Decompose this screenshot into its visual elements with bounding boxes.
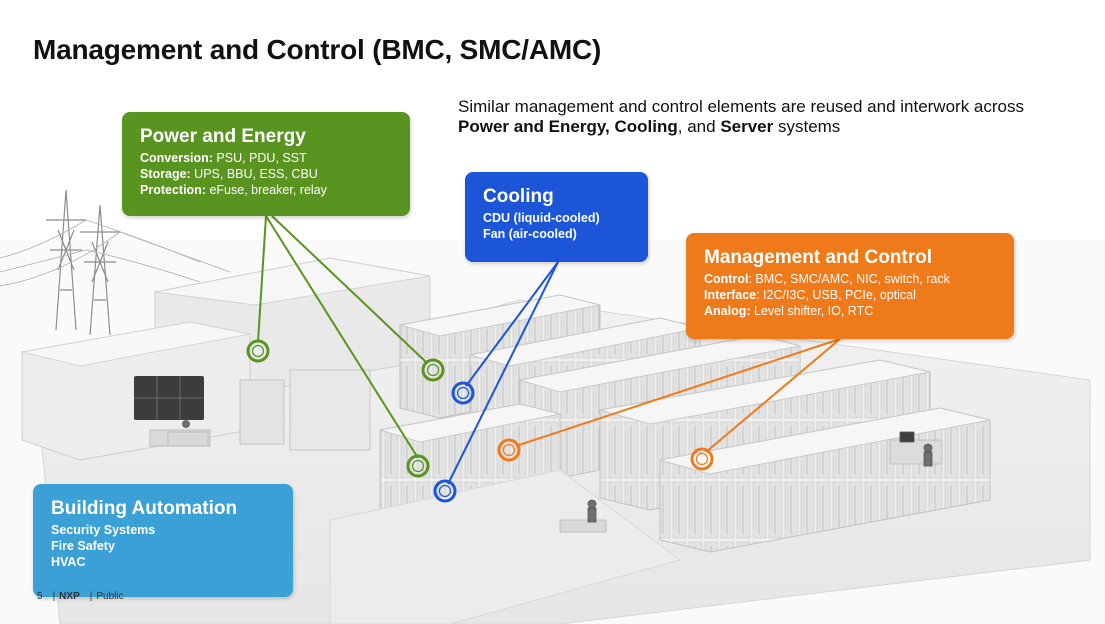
power-connector-lines <box>257 215 427 459</box>
intro-bold-2: Server <box>720 117 774 136</box>
management-line-value: Level shifter, IO, RTC <box>750 304 874 318</box>
cooling-heading: Cooling <box>483 186 554 207</box>
building-line-hvac: HVAC <box>51 555 86 569</box>
building-automation-box: Building Automation Security Systems Fir… <box>33 484 293 597</box>
power-line-label: Storage: <box>140 167 191 181</box>
management-control-box: Management and Control Control: BMC, SMC… <box>686 233 1014 339</box>
cooling-box: Cooling CDU (liquid-cooled) Fan (air-coo… <box>465 172 648 262</box>
management-control-heading: Management and Control <box>704 247 933 268</box>
pylon-icon <box>46 189 120 336</box>
slide-footer: 5|NXP|Public <box>37 591 124 602</box>
cooling-line-cdu: CDU (liquid-cooled) <box>483 211 600 225</box>
operator-desk-icon <box>167 420 943 533</box>
ring-markers <box>246 339 714 503</box>
power-line-value: eFuse, breaker, relay <box>205 183 327 197</box>
management-connector-lines <box>515 338 841 453</box>
management-line-value: : I2C/I3C, USB, PCIe, optical <box>756 288 916 302</box>
management-line-label: Analog: <box>704 304 751 318</box>
management-line-control: Control: BMC, SMC/AMC, NIC, switch, rack <box>704 271 996 287</box>
management-line-label: Control <box>704 272 749 286</box>
footer-classification: Public <box>96 591 124 602</box>
intro-bold-1: Power and Energy, Cooling <box>458 117 678 136</box>
management-line-value: : BMC, SMC/AMC, NIC, switch, rack <box>748 272 950 286</box>
management-line-interface: Interface: I2C/I3C, USB, PCIe, optical <box>704 287 996 303</box>
management-line-analog: Analog: Level shifter, IO, RTC <box>704 303 996 319</box>
building-line-fire: Fire Safety <box>51 539 115 553</box>
cooling-connector-lines <box>447 261 559 485</box>
power-energy-heading: Power and Energy <box>140 126 306 147</box>
power-line-storage: Storage: UPS, BBU, ESS, CBU <box>140 166 392 182</box>
power-line-value: UPS, BBU, ESS, CBU <box>190 167 318 181</box>
power-line-label: Protection: <box>140 183 206 197</box>
footer-separator: | <box>89 591 93 602</box>
intro-text-1: Similar management and control elements … <box>458 97 1024 116</box>
intro-text: Similar management and control elements … <box>458 97 1078 137</box>
footer-brand: NXP <box>59 591 80 602</box>
page-number: 5 <box>37 591 43 602</box>
footer-separator: | <box>52 591 56 602</box>
power-line-conversion: Conversion: PSU, PDU, SST <box>140 150 392 166</box>
page-title: Management and Control (BMC, SMC/AMC) <box>33 34 602 65</box>
power-building <box>21 257 431 461</box>
management-line-label: Interface <box>704 288 757 302</box>
intro-text-2: , and <box>677 117 721 136</box>
cooling-line-fan: Fan (air-cooled) <box>483 227 577 241</box>
power-line-protection: Protection: eFuse, breaker, relay <box>140 182 392 198</box>
building-line-security: Security Systems <box>51 523 156 537</box>
power-line-label: Conversion: <box>140 151 213 165</box>
power-line-value: PSU, PDU, SST <box>212 151 307 165</box>
power-energy-box: Power and Energy Conversion: PSU, PDU, S… <box>122 112 410 216</box>
intro-text-3: systems <box>773 117 841 136</box>
building-automation-heading: Building Automation <box>51 498 238 519</box>
